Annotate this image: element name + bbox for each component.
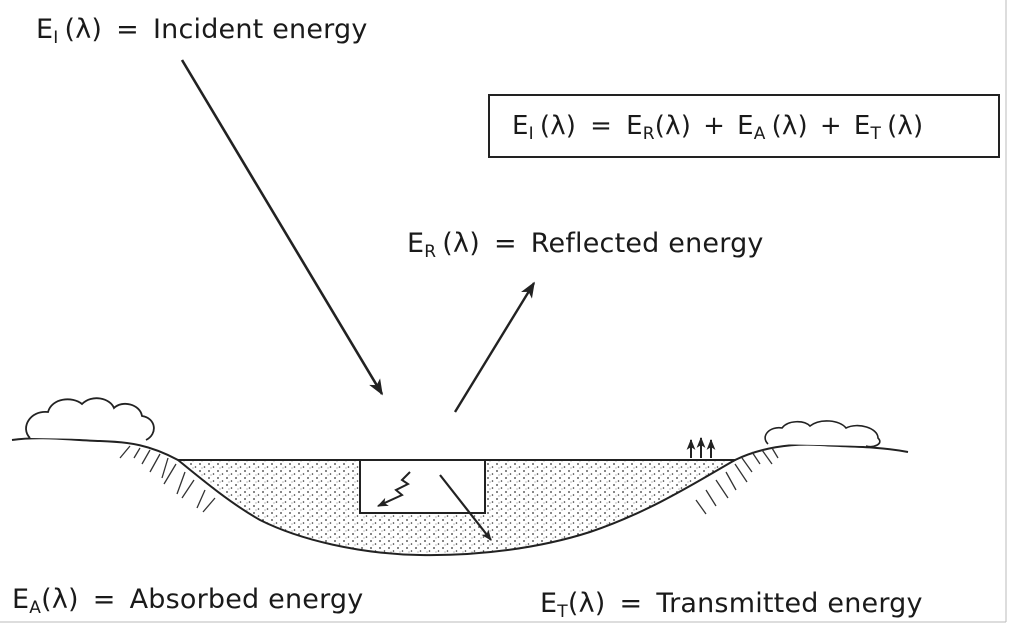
shrub-left: [25, 397, 155, 441]
equals-sign: =: [590, 111, 613, 141]
subscript: I: [528, 124, 534, 144]
lambda-arg: (λ): [567, 588, 606, 619]
subscript: R: [424, 242, 437, 262]
subscript: T: [870, 124, 882, 144]
subscript: R: [642, 124, 655, 144]
reflected-energy-label: ER(λ) = Reflected energy: [407, 228, 764, 261]
label-text: Incident energy: [152, 14, 368, 45]
bank-hatching-right: [695, 447, 779, 515]
lambda-arg: (λ): [442, 228, 480, 259]
equals-sign: =: [116, 14, 139, 45]
reflected-arrow: [453, 281, 536, 413]
energy-balance-equation-box: EI(λ)=ER(λ)+EA(λ)+ET(λ): [488, 94, 1000, 158]
plus-sign: +: [819, 111, 842, 141]
energy-symbol: E: [737, 111, 754, 141]
energy-symbol: E: [12, 584, 30, 615]
subscript: T: [557, 602, 568, 622]
absorbed-energy-label: EA(λ) = Absorbed energy: [12, 584, 364, 617]
lambda-arg: (λ): [771, 111, 808, 141]
transmitted-energy-label: ET(λ) = Transmitted energy: [540, 588, 923, 621]
bank-hatching-left: [119, 445, 216, 513]
plus-sign: +: [703, 111, 726, 141]
lambda-arg: (λ): [539, 111, 577, 141]
equals-sign: =: [619, 588, 643, 619]
equals-sign: =: [493, 228, 517, 259]
lambda-arg: (λ): [654, 111, 692, 141]
ground-left: [11, 437, 179, 461]
lambda-arg: (λ): [887, 111, 924, 141]
energy-balance-equation: EI(λ)=ER(λ)+EA(λ)+ET(λ): [512, 111, 924, 143]
subscript: I: [53, 28, 59, 48]
ground-right: [734, 443, 909, 461]
equals-sign: =: [92, 584, 116, 615]
lambda-arg: (λ): [64, 14, 103, 45]
lambda-arg: (λ): [41, 584, 79, 615]
energy-symbol: E: [512, 111, 529, 141]
energy-symbol: E: [853, 111, 871, 141]
shrub-right: [764, 420, 881, 448]
energy-symbol: E: [407, 228, 425, 259]
subscript: A: [753, 124, 766, 144]
incident-energy-label: EI(λ) = Incident energy: [36, 14, 368, 47]
transmitted-arrow: [439, 474, 492, 541]
label-text: Absorbed energy: [129, 584, 364, 615]
energy-symbol: E: [626, 111, 643, 141]
vapor-arrows: [686, 436, 716, 458]
energy-symbol: E: [540, 588, 558, 619]
absorbed-arrow: [377, 471, 411, 507]
label-text: Reflected energy: [530, 228, 764, 259]
label-text: Transmitted energy: [656, 588, 923, 619]
subscript: A: [29, 598, 42, 618]
energy-symbol: E: [36, 14, 54, 45]
incident-arrow: [180, 59, 384, 396]
